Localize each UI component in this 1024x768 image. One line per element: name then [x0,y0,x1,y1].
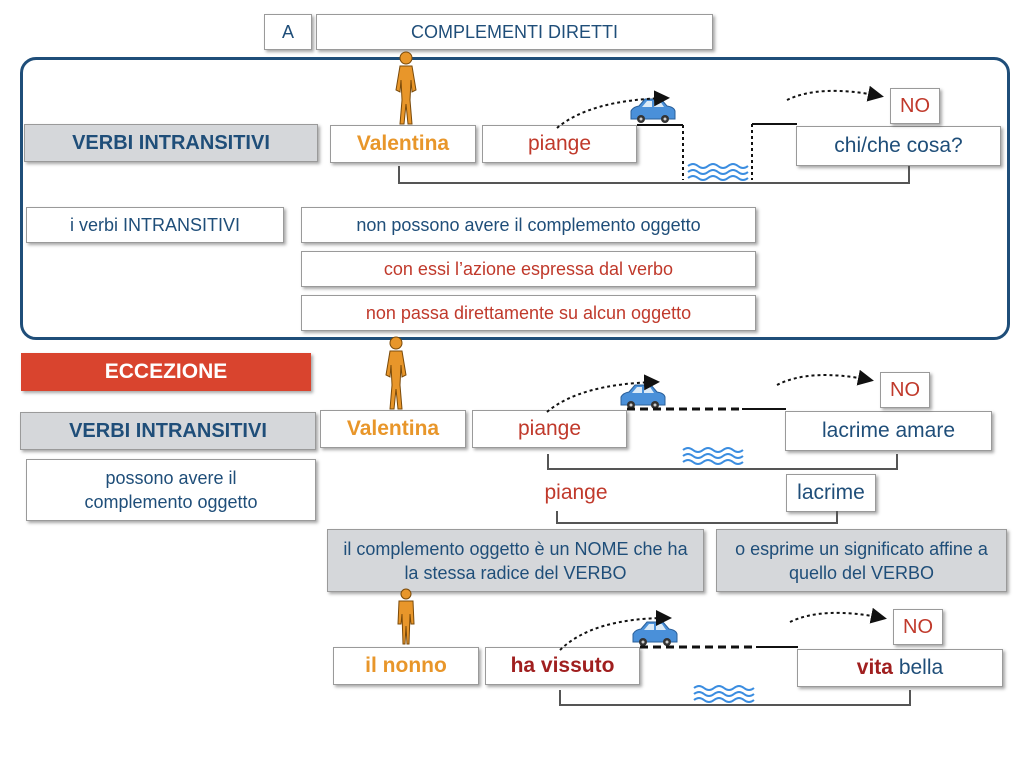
header-letter: A [264,14,312,50]
rule-box-3: non passa direttamente su alcun oggetto [301,295,756,331]
rule-box-1: non possono avere il complemento oggetto [301,207,756,243]
eccezione-banner: ECCEZIONE [21,353,311,391]
rule-left-box: i verbi INTRANSITIVI [26,207,284,243]
middle-verb2-text: piange [544,481,608,504]
explain-left-box: il complemento oggetto è un NOME che ha … [327,529,704,592]
middle-object2-box: lacrime [786,474,876,512]
middle-verb-box: piange [472,410,627,448]
header-title: COMPLEMENTI DIRETTI [316,14,713,50]
middle-verbi-intransitivi-label: VERBI INTRANSITIVI [20,412,316,450]
middle-subject-box: Valentina [320,410,466,448]
bottom-subject-box: il nonno [333,647,479,685]
top-question-box: chi/che cosa? [796,126,1001,166]
bottom-object-box: vita bella [797,649,1003,687]
rule-box-2: con essi l’azione espressa dal verbo [301,251,756,287]
top-no-box: NO [890,88,940,124]
bottom-object-rest: bella [892,656,944,679]
bottom-no-box: NO [893,609,943,645]
bottom-object-bold: vita [856,656,893,679]
top-verb-box: piange [482,125,637,163]
middle-object-box: lacrime amare [785,411,992,451]
top-subject-box: Valentina [330,125,476,163]
bottom-verb-box: ha vissuto [485,647,640,685]
explain-right-box: o esprime un significato affine a quello… [716,529,1007,592]
middle-note-box: possono avere il complemento oggetto [26,459,316,521]
middle-no-box: NO [880,372,930,408]
top-verbi-intransitivi-label: VERBI INTRANSITIVI [24,124,318,162]
top-section-frame [20,57,1010,340]
